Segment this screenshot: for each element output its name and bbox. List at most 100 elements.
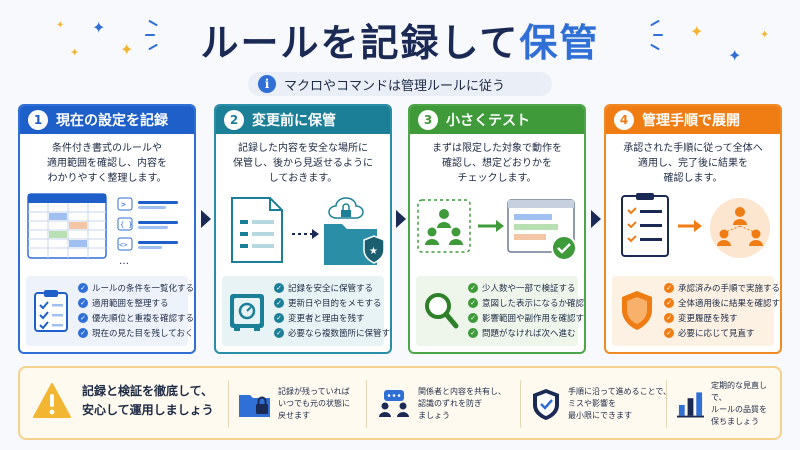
check-icon: ✓ [78, 312, 88, 323]
check-icon: ✓ [78, 282, 88, 293]
info-icon: i [258, 75, 276, 93]
title-accent: 保管 [519, 21, 600, 65]
step-header: 1 現在の設定を記録 [20, 106, 194, 134]
spreadsheet-icon: > { } <> … [27, 193, 178, 267]
check-icon: ✓ [468, 327, 478, 338]
test-illustration [410, 192, 584, 280]
check-icon: ✓ [274, 312, 284, 323]
header: ✦ ✦ ✦ ✦ ✦ ✦ ✦ ルールを記録して保管 i マクロやコマンドは管理ルー… [0, 0, 800, 100]
subtitle: マクロやコマンドは管理ルールに従う [284, 78, 506, 94]
check-item: ✓ルールの条件を一覧化する [78, 280, 194, 295]
tip-text: 関係者と内容を共有し、 認識のずれを防ぎ ましょう [418, 387, 506, 420]
step-title: 現在の設定を記録 [56, 113, 168, 129]
checklist: ✓記録を安全に保管する ✓更新日や目的をメモする ✓変更者と理由を残す ✓必要な… [222, 276, 390, 346]
tip-item: 記録が残っていれば いつでも元の状態に 戻せます [238, 378, 350, 430]
page-title: ルールを記録して保管 [0, 12, 800, 67]
tip-item: 手順に沿って進めることで、 ミスや影響を 最小限にできます [530, 378, 671, 430]
checklist: ✓承認済みの手順で実施する ✓全体適用後に結果を確認する ✓変更履歴を残す ✓必… [612, 276, 780, 346]
step-title: 変更前に保管 [252, 113, 336, 129]
arrow-right-icon [591, 210, 601, 228]
step-description: 承認された手順に従って全体へ 適用し、完了後に結果を 確認します。 [623, 143, 763, 184]
check-icon: ✓ [468, 312, 478, 323]
deploy-illustration [606, 192, 780, 280]
step-description: 記録した内容を安全な場所に 保管し、後から見返せるように しておきます。 [233, 143, 373, 184]
sparkle-icon: ✦ [56, 20, 65, 31]
step-number: 1 [28, 110, 48, 130]
safe-icon [230, 294, 264, 331]
check-icon: ✓ [664, 327, 674, 338]
step-card-2: 2 変更前に保管 記録した内容を安全な場所に 保管し、後から見返せるように して… [214, 104, 392, 354]
tip-text: 手順に沿って進めることで、 ミスや影響を 最小限にできます [568, 387, 672, 420]
sparkle-icon: ✦ [728, 46, 742, 65]
check-item: ✓適用範囲を整理する [78, 295, 184, 310]
tip-text: 記録が残っていれば いつでも元の状態に 戻せます [278, 387, 350, 420]
sparkle-icon: ✦ [92, 18, 106, 37]
check-item: ✓影響範囲や副作用を確認する [468, 310, 584, 325]
check-item: ✓全体適用後に結果を確認する [664, 295, 780, 310]
sparkle-icon: ✦ [690, 22, 704, 41]
tip-text: 定期的な見直しで、 ルールの品質を 保ちましょう [710, 381, 767, 426]
check-item: ✓必要に応じて見直す [664, 325, 770, 340]
subtitle-pill: i マクロやコマンドは管理ルールに従う [248, 72, 552, 96]
team-chat-icon [379, 390, 409, 417]
step-card-3: 3 小さくテスト まずは限定した対象で動作を 確認し、想定どおりかを チェックし… [408, 104, 586, 354]
spreadsheet-illustration: > { } <> … [20, 192, 194, 280]
tip-item: 定期的な見直しで、 ルールの品質を 保ちましょう [676, 378, 780, 430]
check-icon: ✓ [664, 297, 674, 308]
check-item: ✓承認済みの手順で実施する [664, 280, 780, 295]
step-card-1: 1 現在の設定を記録 条件付き書式のルールや 適用範囲を確認し、内容を わかりや… [18, 104, 196, 354]
arrow-right-icon [396, 210, 406, 228]
check-item: ✓変更者と理由を残す [274, 310, 380, 325]
accent-dash [653, 34, 663, 36]
sparkle-icon: ✦ [70, 46, 80, 59]
divider [228, 380, 229, 428]
check-item: ✓記録を安全に保管する [274, 280, 380, 295]
magnifier-icon [425, 293, 459, 329]
check-icon: ✓ [78, 297, 88, 308]
shield-icon [622, 291, 652, 330]
rollout-icon [621, 193, 770, 258]
check-icon: ✓ [78, 327, 88, 338]
footer-message: 記録と検証を徹底して、 安心して運用しましょう [82, 384, 214, 417]
warning-icon [33, 383, 71, 418]
svg-text:★: ★ [369, 246, 378, 257]
svg-text:>: > [121, 200, 126, 209]
check-item: ✓意図した表示になるか確認する [468, 295, 584, 310]
check-icon: ✓ [468, 297, 478, 308]
svg-text:…: … [119, 256, 129, 267]
sparkle-icon: ✦ [760, 28, 770, 41]
title-main: ルールを記録して [200, 21, 520, 65]
step-number: 3 [418, 110, 438, 130]
storage-illustration: ★ [216, 192, 390, 280]
sparkle-icon: ✦ [120, 40, 134, 59]
clipboard-icon [34, 290, 68, 332]
check-item: ✓少人数や一部で検証する [468, 280, 576, 295]
step-description: まずは限定した対象で動作を 確認し、想定どおりかを チェックします。 [432, 143, 562, 184]
bar-chart-icon [676, 392, 705, 418]
check-item: ✓現在の見た目を残しておく [78, 325, 194, 340]
svg-text:{ }: { } [120, 221, 133, 229]
document-to-folder-icon: ★ [231, 197, 385, 265]
check-item: ✓変更履歴を残す [664, 310, 770, 325]
checklist: ✓少人数や一部で検証する ✓意図した表示になるか確認する ✓影響範囲や副作用を確… [416, 276, 584, 346]
check-item: ✓必要なら複数箇所に保管する [274, 325, 390, 340]
step-number: 4 [614, 110, 634, 130]
divider [666, 380, 667, 428]
step-title: 管理手順で展開 [642, 113, 740, 129]
check-icon: ✓ [664, 312, 674, 323]
arrow-right-icon [201, 210, 211, 228]
step-header: 3 小さくテスト [410, 106, 584, 134]
check-icon: ✓ [274, 297, 284, 308]
step-card-4: 4 管理手順で展開 承認された手順に従って全体へ 適用し、完了後に結果を 確認し… [604, 104, 782, 354]
step-title: 小さくテスト [446, 113, 530, 129]
accent-dash [145, 34, 155, 36]
check-icon: ✓ [664, 282, 674, 293]
step-header: 2 変更前に保管 [216, 106, 390, 134]
check-item: ✓更新日や目的をメモする [274, 295, 382, 310]
small-test-icon [417, 199, 577, 261]
svg-text:<>: <> [119, 241, 127, 249]
divider [366, 380, 367, 428]
check-item: ✓問題がなければ次へ進む [468, 325, 576, 340]
checklist: ✓ルールの条件を一覧化する ✓適用範囲を整理する ✓優先順位と重複を確認する ✓… [26, 276, 194, 346]
step-description: 条件付き書式のルールや 適用範囲を確認し、内容を わかりやすく整理します。 [47, 143, 167, 184]
